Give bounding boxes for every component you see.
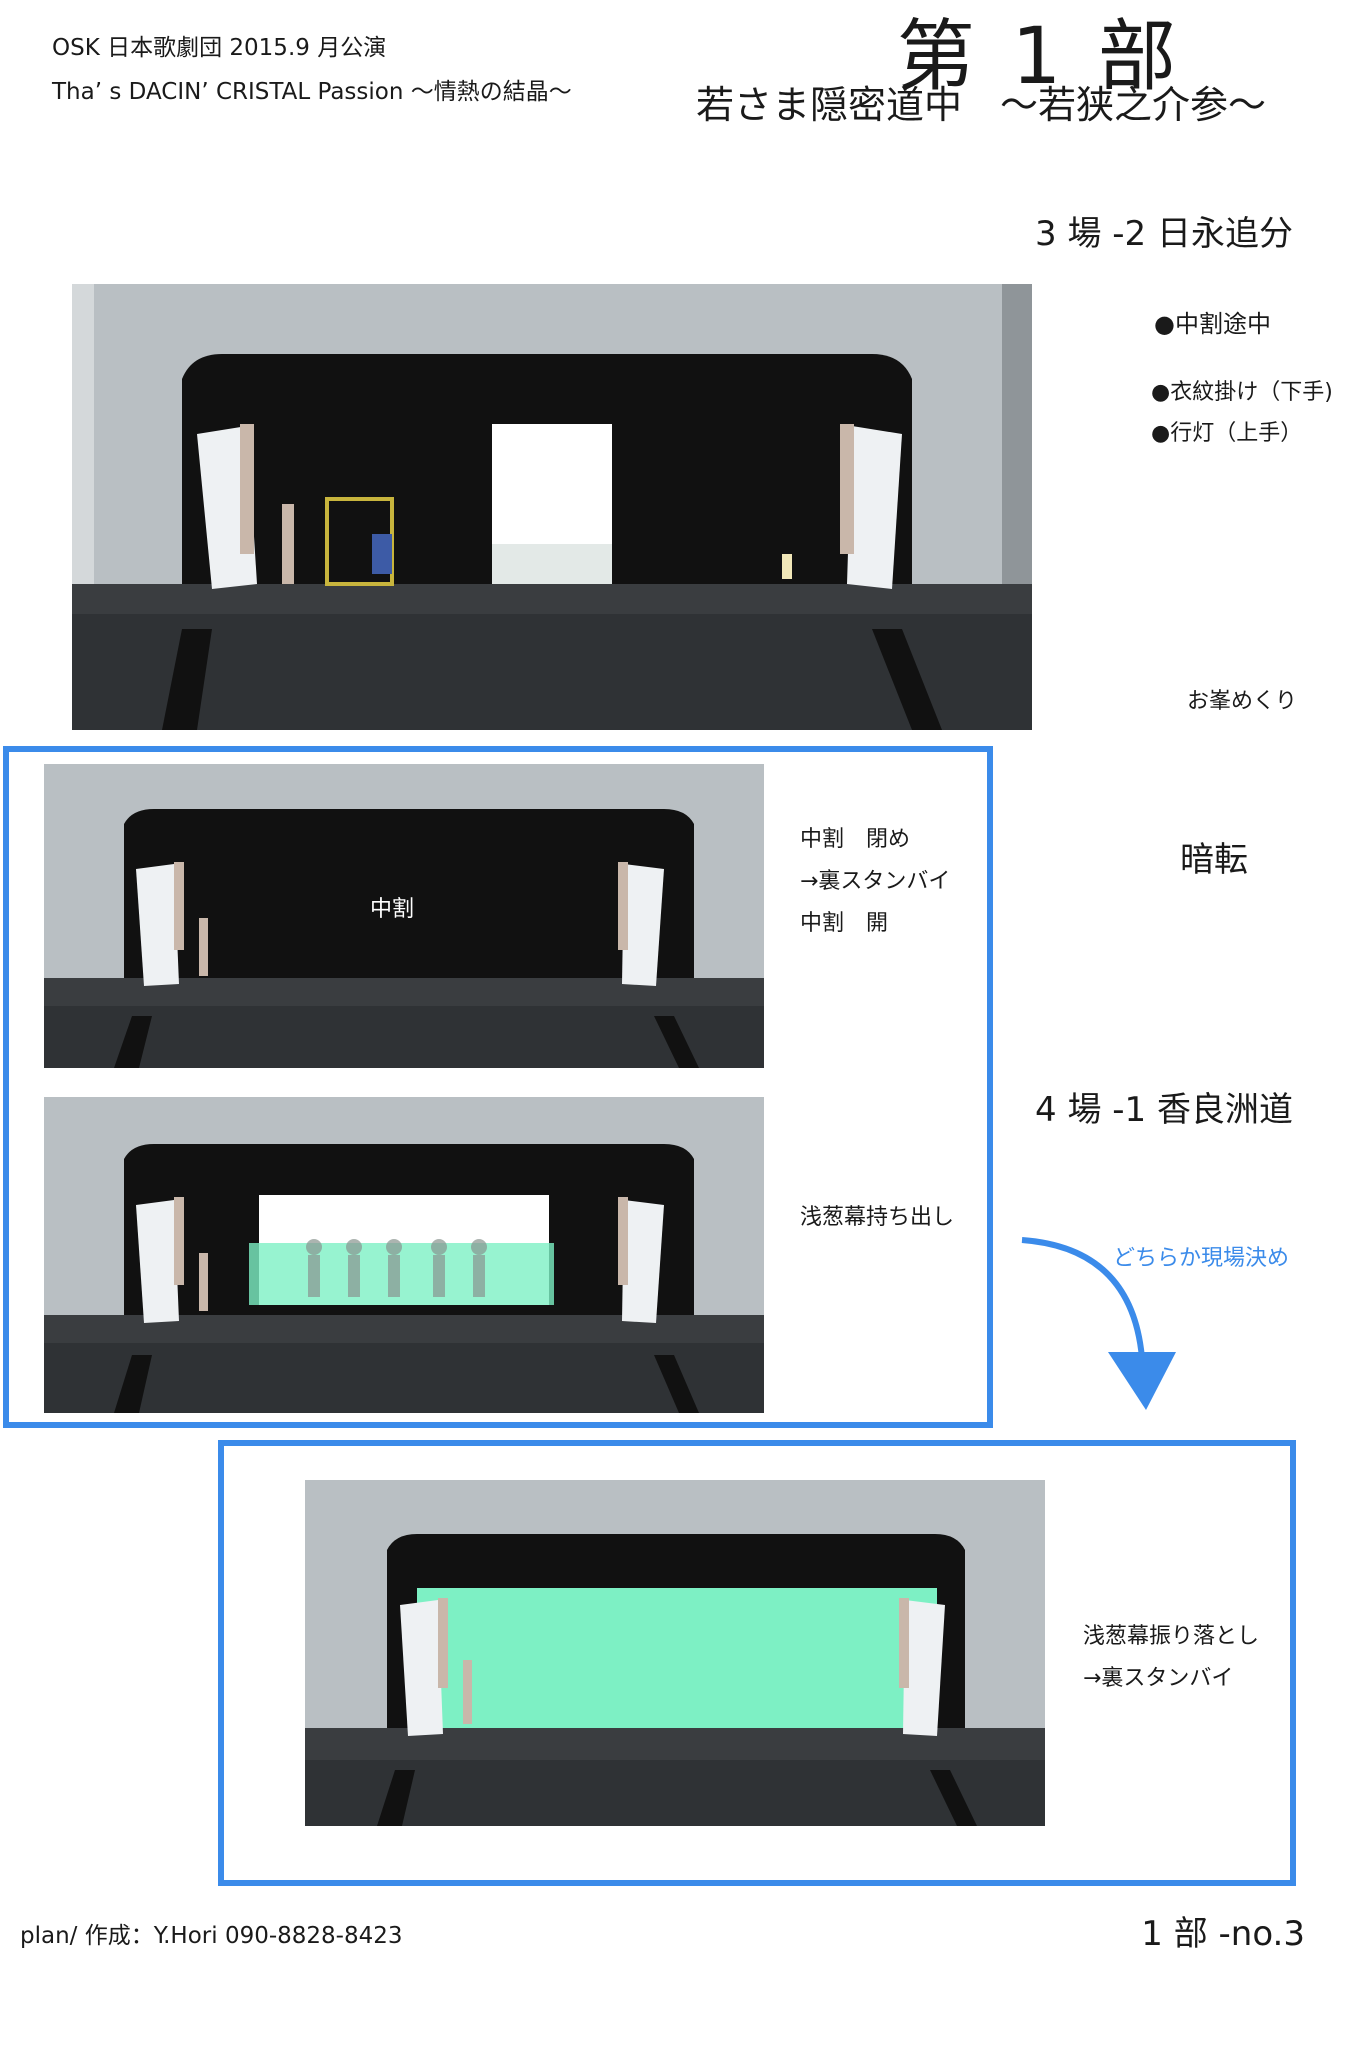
scene-b-label: 4 場 -1 香良洲道 <box>1035 1090 1293 1130</box>
scene-a-note-2: ●衣紋掛け（下手) <box>1151 380 1333 405</box>
stage-diagram-scene-a <box>72 284 1032 730</box>
frame2-note-1: 浅葱幕振り落とし <box>1083 1624 1260 1649</box>
frame1-note-1: 中割 閉め <box>800 827 911 852</box>
stage-diagram-asagi-carried <box>44 1097 764 1413</box>
arrow-note: どちらか現場決め <box>1113 1246 1290 1271</box>
part-subtitle: 若さま隠密道中 ～若狭之介参～ <box>696 83 1267 127</box>
curved-arrow-icon <box>1021 1237 1176 1410</box>
option-frame-1 <box>3 746 993 1428</box>
option-frame-2 <box>218 1440 1296 1886</box>
frame2-note-2: →裏スタンバイ <box>1083 1666 1234 1691</box>
stage-diagram-curtain-closed: 中割 <box>44 764 764 1068</box>
scene-a-note-3: ●行灯（上手） <box>1151 421 1303 446</box>
frame1-note-3: 中割 開 <box>800 911 889 936</box>
footer-page-number: 1 部 -no.3 <box>1141 1914 1305 1954</box>
footer-credit: plan/ 作成：Y.Hori 090-8828-8423 <box>20 1923 403 1949</box>
scene-a-note-1: ●中割途中 <box>1154 310 1271 338</box>
show-title: Tha’ s DACIN’ CRISTAL Passion ～情熱の結晶～ <box>52 79 572 105</box>
frame1-b-note: 浅葱幕持ち出し <box>800 1205 955 1230</box>
frame1-note-2: →裏スタンバイ <box>800 869 951 894</box>
scene-a-aside: お峯めくり <box>1187 689 1298 714</box>
stage-diagram-asagi-dropped <box>305 1480 1045 1826</box>
production-title: OSK 日本歌劇団 2015.9 月公演 <box>52 35 387 61</box>
center-curtain-label: 中割 <box>370 897 415 922</box>
scene-a-label: 3 場 -2 日永追分 <box>1035 214 1293 254</box>
part-title: 第 1 部 <box>896 12 1182 102</box>
transition-label: 暗転 <box>1180 840 1248 880</box>
